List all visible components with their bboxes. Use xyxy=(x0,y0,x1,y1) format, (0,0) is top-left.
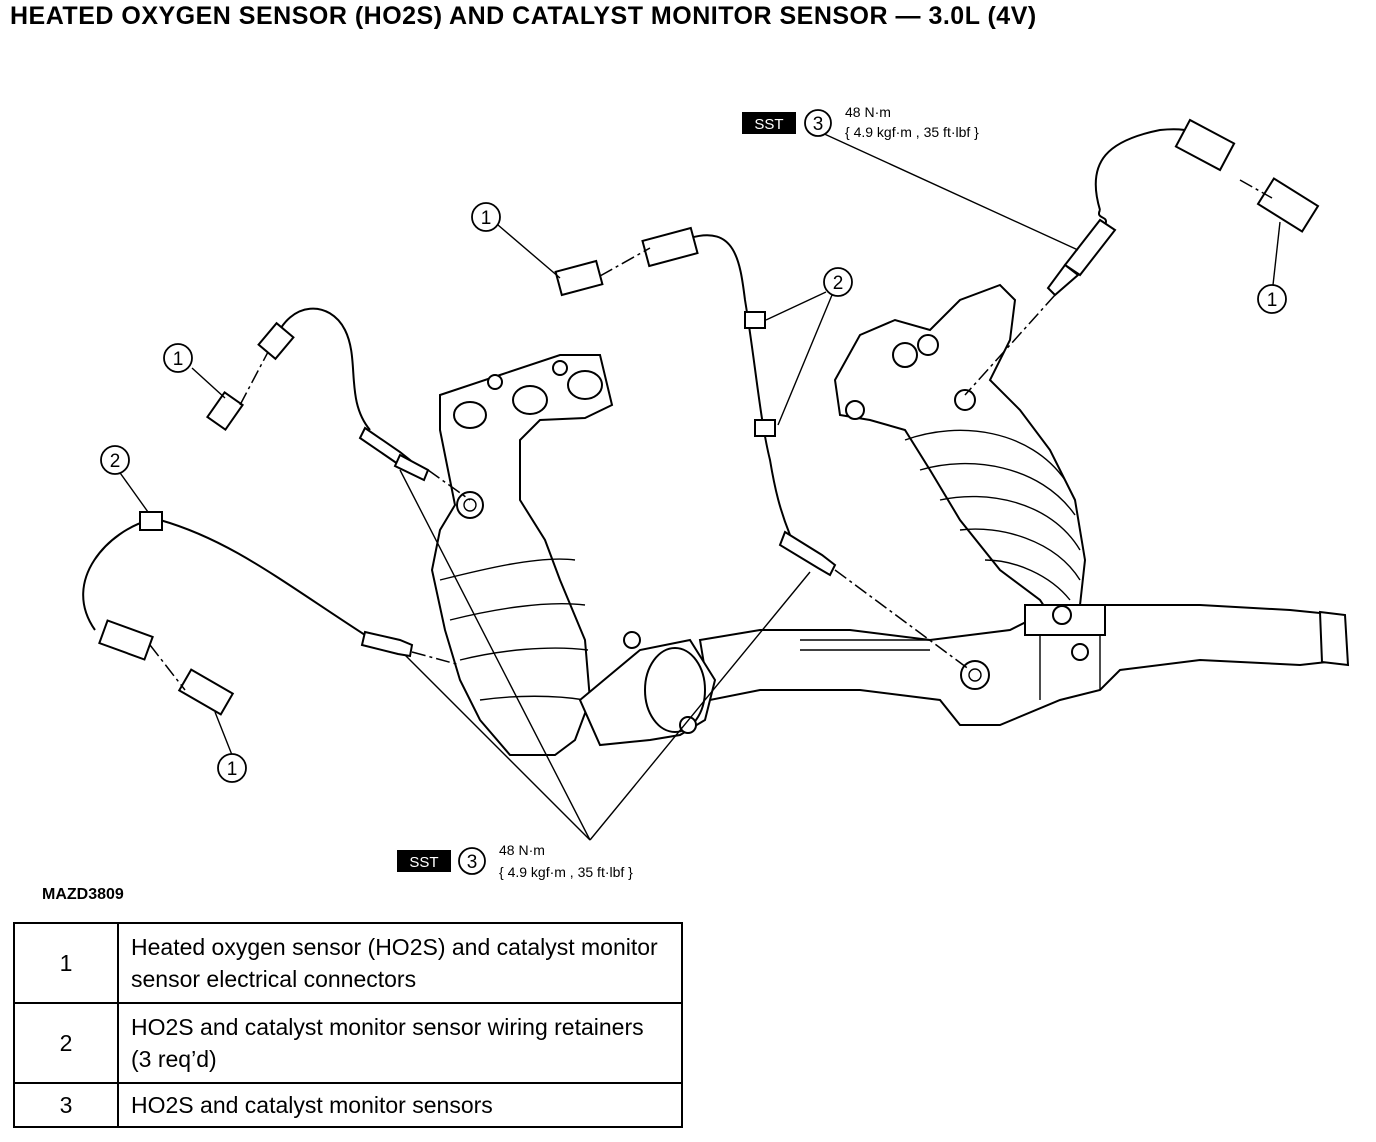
callout-2-center: 2 xyxy=(823,267,853,297)
ho2s-sensor-left-upper xyxy=(358,426,430,482)
catalyst-sensor-center xyxy=(778,530,837,577)
connector-left-upper xyxy=(205,321,295,431)
connector-right xyxy=(1174,118,1320,233)
callout-number: 2 xyxy=(110,451,121,472)
table-row: 3 HO2S and catalyst monitor sensors xyxy=(13,1082,683,1128)
ho2s-sensor-left-lower xyxy=(360,630,414,658)
sst-label: SST xyxy=(409,854,438,871)
callout-1-left-upper: 1 xyxy=(163,343,193,373)
callout-number: 1 xyxy=(227,759,238,780)
connector-left-lower xyxy=(98,619,235,716)
torque-spec-top: SST 3 48 N·m { 4.9 kgf·m , 35 ft·lbf } xyxy=(742,104,979,140)
callout-number: 3 xyxy=(467,852,478,873)
legend-number: 3 xyxy=(13,1082,119,1128)
wiring-retainers xyxy=(139,311,776,531)
left-catalytic-converter xyxy=(430,354,717,756)
torque-value: 48 N·m xyxy=(845,104,891,120)
legend-description: HO2S and catalyst monitor sensor wiring … xyxy=(117,1002,683,1084)
legend-number: 2 xyxy=(13,1002,119,1084)
callout-1-center: 1 xyxy=(471,202,501,232)
torque-alt-units: { 4.9 kgf·m , 35 ft·lbf } xyxy=(845,124,979,140)
torque-alt-units: { 4.9 kgf·m , 35 ft·lbf } xyxy=(499,864,633,880)
sst-badge xyxy=(742,112,796,134)
legend-description: HO2S and catalyst monitor sensors xyxy=(117,1082,683,1128)
torque-value: 48 N·m xyxy=(499,842,545,858)
table-row: 2 HO2S and catalyst monitor sensor wirin… xyxy=(13,1002,683,1084)
torque-spec-bottom: SST 3 48 N·m { 4.9 kgf·m , 35 ft·lbf } xyxy=(397,842,633,880)
table-row: 1 Heated oxygen sensor (HO2S) and cataly… xyxy=(13,922,683,1004)
page-title: HEATED OXYGEN SENSOR (HO2S) AND CATALYST… xyxy=(10,2,1037,30)
legend-number: 1 xyxy=(13,922,119,1004)
connector-center xyxy=(554,226,699,297)
legend-description: Heated oxygen sensor (HO2S) and catalyst… xyxy=(117,922,683,1004)
callout-number: 2 xyxy=(833,273,844,294)
callout-number: 1 xyxy=(1267,290,1278,311)
callout-number: 3 xyxy=(813,114,824,135)
figure-id: MAZD3809 xyxy=(42,886,124,903)
callout-number: 1 xyxy=(481,208,492,229)
sst-badge xyxy=(397,850,451,872)
callout-1-left-lower: 1 xyxy=(217,753,247,783)
legend-table: 1 Heated oxygen sensor (HO2S) and cataly… xyxy=(13,922,683,1128)
right-catalytic-converter xyxy=(833,283,1087,617)
exhaust-pipe xyxy=(698,604,1350,726)
sst-label: SST xyxy=(754,116,783,133)
alignment-lines xyxy=(149,179,1273,691)
leader-lines xyxy=(117,131,1281,841)
callout-number: 1 xyxy=(173,349,184,370)
ho2s-sensor-right xyxy=(1046,218,1117,297)
callout-1-right: 1 xyxy=(1257,284,1287,314)
callout-2-left: 2 xyxy=(100,445,130,475)
